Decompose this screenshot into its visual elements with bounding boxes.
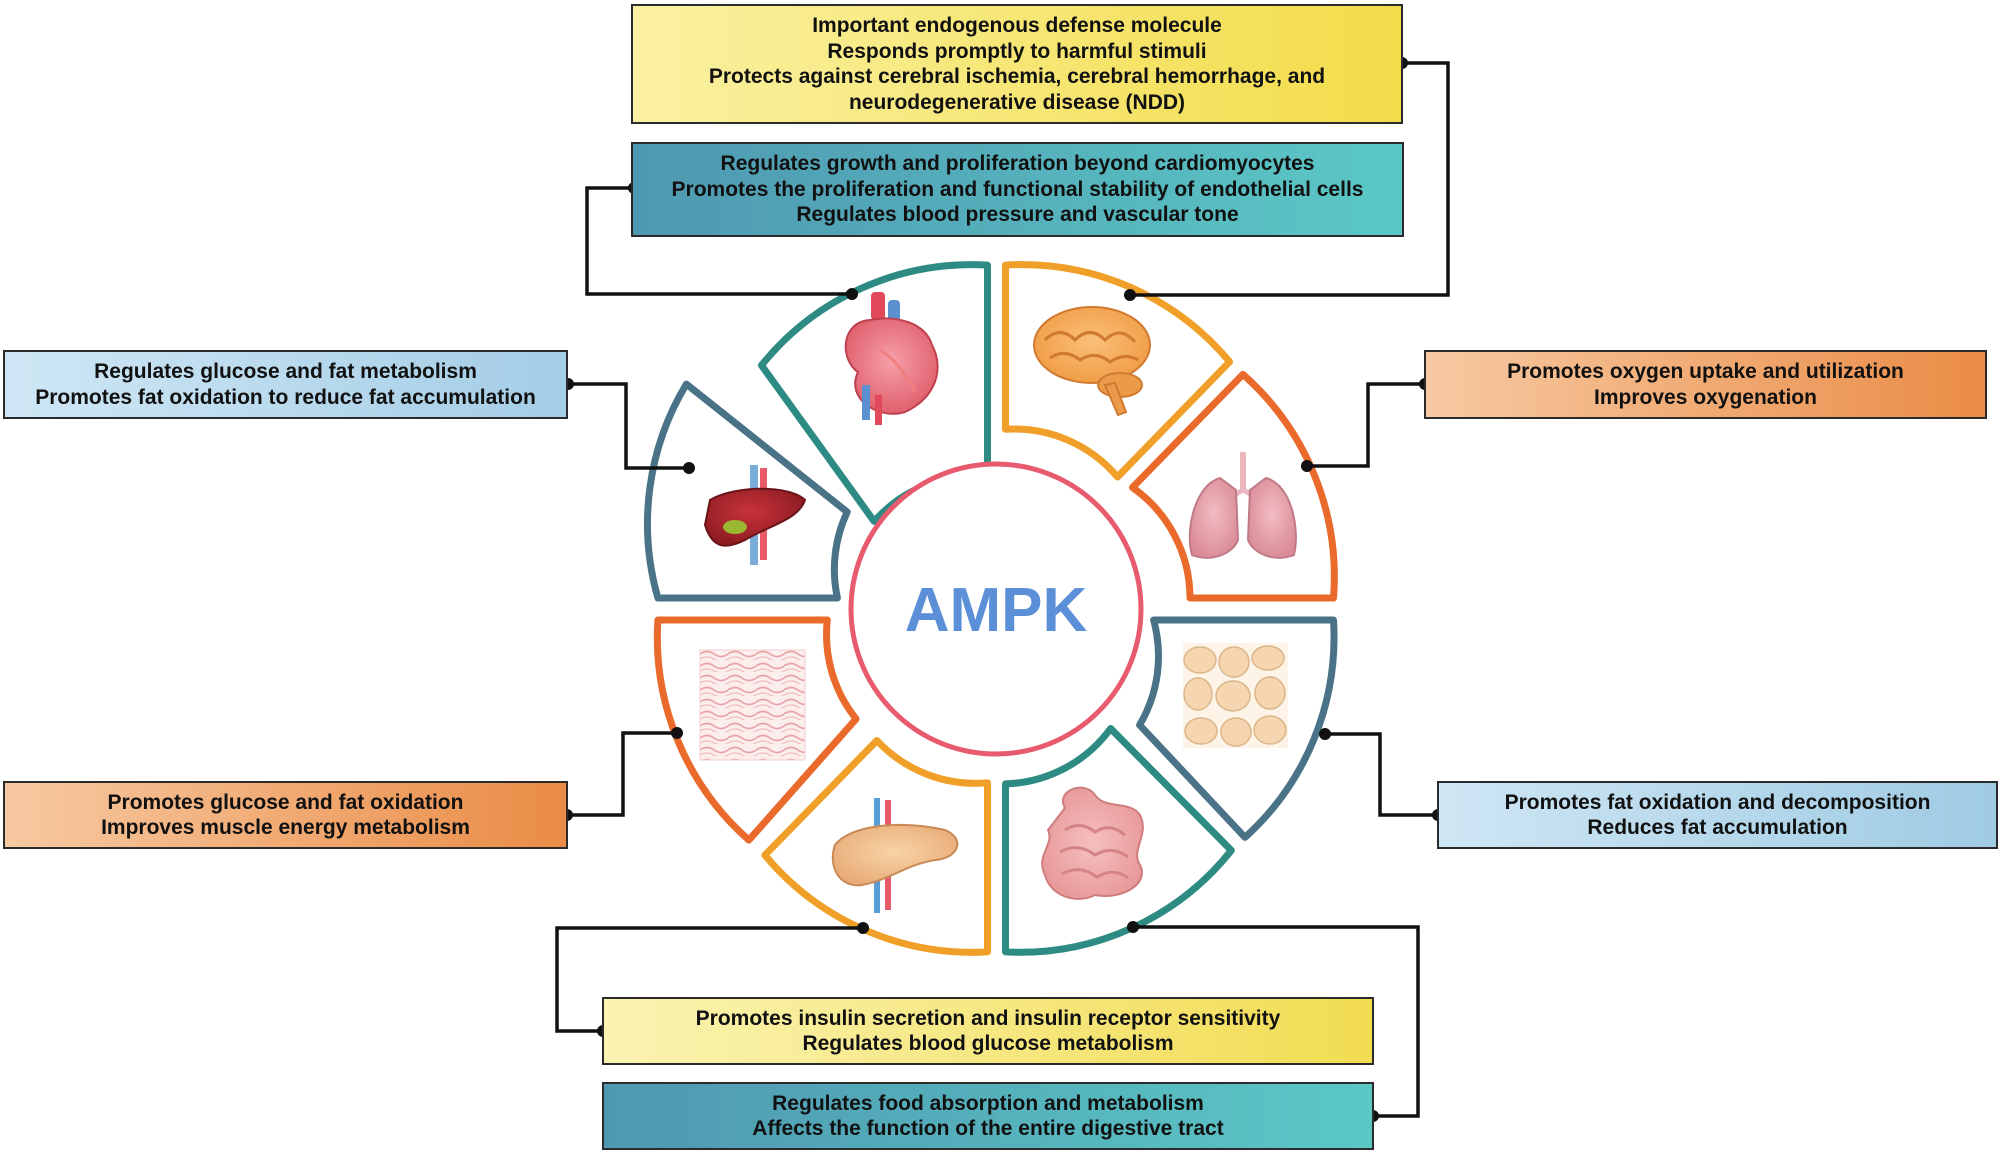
liver-function-line-2: Promotes fat oxidation to reduce fat acc… xyxy=(35,385,536,409)
center-ring xyxy=(848,461,1144,757)
heart-function-line-3: Regulates blood pressure and vascular to… xyxy=(796,203,1239,227)
connector-liver xyxy=(568,382,689,470)
liver-function-line-1: Regulates glucose and fat metabolism xyxy=(94,360,477,383)
connector-brain xyxy=(1130,61,1450,297)
intestine-function-line-2: Affects the function of the entire diges… xyxy=(752,1117,1224,1140)
brain-function-line-1: Important endogenous defense molecule xyxy=(812,14,1222,37)
brain-function-line-4: neurodegenerative disease (NDD) xyxy=(848,90,1186,114)
connector-muscle xyxy=(567,731,677,817)
pancreas-function-line-1: Promotes insulin secretion and insulin r… xyxy=(695,1006,1281,1030)
intestine-icon xyxy=(1041,786,1144,900)
heart-function-line-2: Promotes the proliferation and functiona… xyxy=(671,177,1364,201)
liver-icon xyxy=(703,465,807,565)
pancreas-function-line-2: Regulates blood glucose metabolism xyxy=(802,1032,1174,1055)
heart-icon xyxy=(844,292,939,425)
connector-heart xyxy=(585,186,852,296)
heart-function-line-1: Regulates growth and proliferation beyon… xyxy=(720,152,1315,176)
connector-adipose xyxy=(1325,732,1438,817)
brain-function-line-2: Responds promptly to harmful stimuli xyxy=(827,39,1207,63)
intestine-function-line-1: Regulates food absorption and metabolism xyxy=(772,1091,1204,1115)
pancreas-icon xyxy=(831,798,959,913)
muscle-function-box: Promotes glucose and fat oxidation Impro… xyxy=(3,781,568,849)
brain-function-line-3: Protects against cerebral ischemia, cere… xyxy=(708,65,1326,88)
lungs-icon xyxy=(1188,452,1297,559)
center-label: AMPK xyxy=(905,576,1088,645)
connector-lung xyxy=(1307,382,1425,468)
heart-function-box: Regulates growth and proliferation beyon… xyxy=(631,142,1404,237)
lung-function-box: Promotes oxygen uptake and utilization I… xyxy=(1424,350,1987,419)
muscle-function-line-1: Promotes glucose and fat oxidation xyxy=(107,790,464,814)
brain-function-box: Important endogenous defense molecule Re… xyxy=(631,4,1403,124)
adipose-function-line-2: Reduces fat accumulation xyxy=(1587,816,1848,839)
muscle-function-line-2: Improves muscle energy metabolism xyxy=(101,816,470,839)
adipose-tissue-icon xyxy=(1183,643,1288,748)
adipose-function-line-1: Promotes fat oxidation and decomposition xyxy=(1504,790,1931,814)
connectors xyxy=(555,61,1450,1118)
lung-function-line-1: Promotes oxygen uptake and utilization xyxy=(1507,360,1904,383)
lung-function-line-2: Improves oxygenation xyxy=(1594,385,1817,409)
connector-pancreas xyxy=(555,926,863,1033)
adipose-function-box: Promotes fat oxidation and decomposition… xyxy=(1437,781,1998,849)
pancreas-function-box: Promotes insulin secretion and insulin r… xyxy=(602,997,1374,1065)
brain-icon xyxy=(1033,306,1151,417)
intestine-function-box: Regulates food absorption and metabolism… xyxy=(602,1082,1374,1150)
connector-intestine xyxy=(1133,925,1420,1118)
liver-function-box: Regulates glucose and fat metabolism Pro… xyxy=(3,350,568,419)
muscle-tissue-icon xyxy=(699,649,806,761)
